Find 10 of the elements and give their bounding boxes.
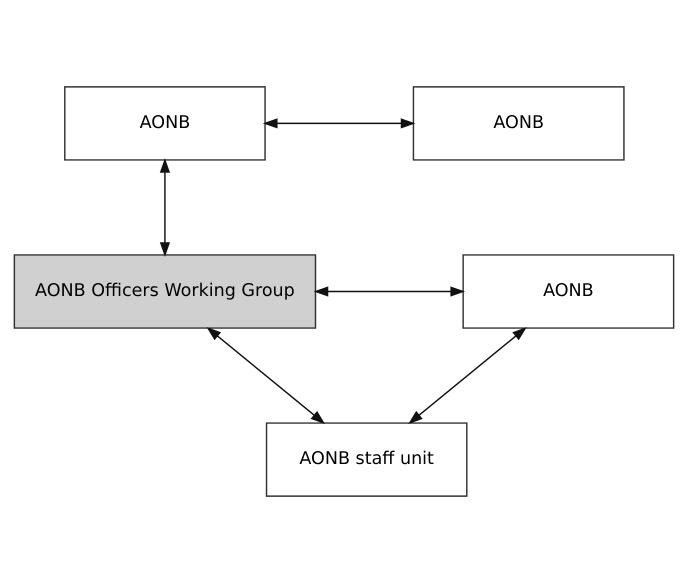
node-box: AONB <box>64 86 266 161</box>
node-box: AONB staff unit <box>266 422 468 497</box>
node-box: AONB Officers Working Group <box>14 254 316 329</box>
arrow <box>408 327 527 424</box>
node-box: AONB <box>412 86 625 161</box>
arrow <box>262 118 416 129</box>
arrow <box>314 286 466 297</box>
node-box: AONB <box>462 254 674 329</box>
arrow <box>160 158 170 257</box>
arrow <box>206 327 326 424</box>
